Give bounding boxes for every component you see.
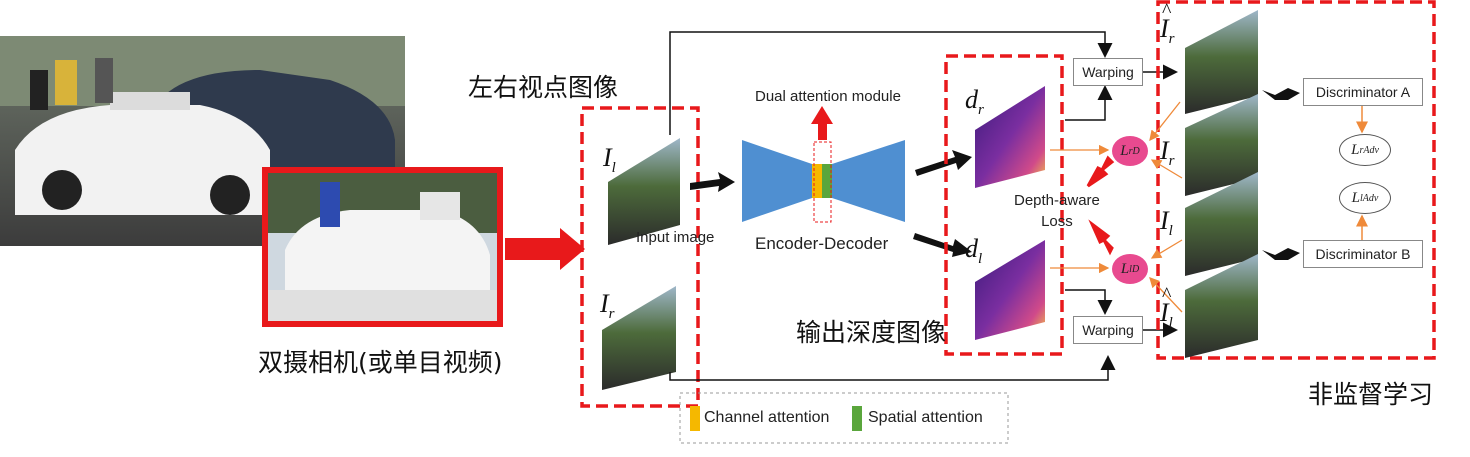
photo-to-input-arrow [505, 228, 585, 270]
symbol-ir: Ir [600, 289, 615, 323]
symbol-dr: dr [965, 85, 984, 119]
spatial-attention-label: Spatial attention [868, 409, 983, 426]
warping-top-box: Warping [1073, 58, 1143, 86]
input-image-right-photo [602, 286, 676, 390]
bottom-skip-connection [669, 355, 1116, 381]
channel-attention-label: Channel attention [704, 409, 830, 426]
discriminator-b-box: Discriminator B [1303, 240, 1423, 268]
to-discriminator-a-arrow [1262, 88, 1300, 100]
warping-bottom-box: Warping [1073, 316, 1143, 344]
depth-aware-loss-label: Depth-aware Loss [1014, 192, 1100, 230]
real-right-image [1185, 94, 1258, 196]
symbol-il: Il [603, 143, 616, 177]
depth-map-right [975, 86, 1045, 188]
decoder-to-dr-arrow [915, 150, 972, 176]
channel-swatch [690, 406, 700, 431]
legend-box [679, 392, 1009, 444]
ir-to-loss-arrow [1150, 159, 1183, 179]
unsupervised-label: 非监督学习 [1308, 380, 1434, 409]
real-left-image [1185, 172, 1258, 276]
depth-map-left [975, 240, 1045, 340]
decoder-to-dl-arrow [913, 233, 972, 257]
symbol-il-hat: ^Il [1160, 284, 1173, 332]
symbol-dl: dl [965, 234, 983, 268]
to-discriminator-b-arrow [1262, 248, 1300, 260]
il-hat-to-loss-arrow [1149, 277, 1183, 313]
symbol-il-2: Il [1160, 206, 1173, 240]
discriminator-a-box: Discriminator A [1303, 78, 1423, 106]
input-image-left-photo [608, 138, 680, 245]
ir-hat-to-loss-arrow [1149, 101, 1181, 142]
il-to-loss-arrow [1150, 239, 1183, 259]
output-depth-label: 输出深度图像 [796, 318, 947, 347]
attention-module-arrow [811, 106, 833, 140]
reconstructed-left-image [1185, 254, 1258, 358]
symbol-ir-hat: ^Ir [1160, 0, 1175, 48]
camera-label: 双摄相机(或单目视频) [258, 348, 503, 377]
dr-to-warping-top [1065, 85, 1113, 121]
dl-to-warping-bottom [1065, 289, 1113, 315]
depth-dashed-box [944, 54, 1064, 356]
input-dashed-box [580, 106, 700, 408]
loss-r-to-total-arrow [1086, 155, 1115, 188]
reconstructed-right-image [1185, 10, 1258, 114]
dual-attention-label: Dual attention module [755, 88, 901, 105]
encoder-decoder-shape [742, 140, 905, 223]
symbol-ir-2: Ir [1160, 136, 1175, 170]
stereo-views-label: 左右视点图像 [468, 73, 619, 102]
camera-inset-photo [262, 167, 503, 327]
top-skip-connection [669, 31, 1113, 135]
car-photo [0, 36, 405, 246]
loss-l-to-total-arrow [1088, 219, 1114, 256]
input-to-encoder-arrow [690, 172, 735, 192]
input-image-label: Input image [636, 229, 715, 246]
encoder-decoder-label: Encoder-Decoder [755, 234, 889, 253]
unsupervised-dashed-box [1156, 0, 1436, 360]
spatial-swatch [852, 406, 862, 431]
